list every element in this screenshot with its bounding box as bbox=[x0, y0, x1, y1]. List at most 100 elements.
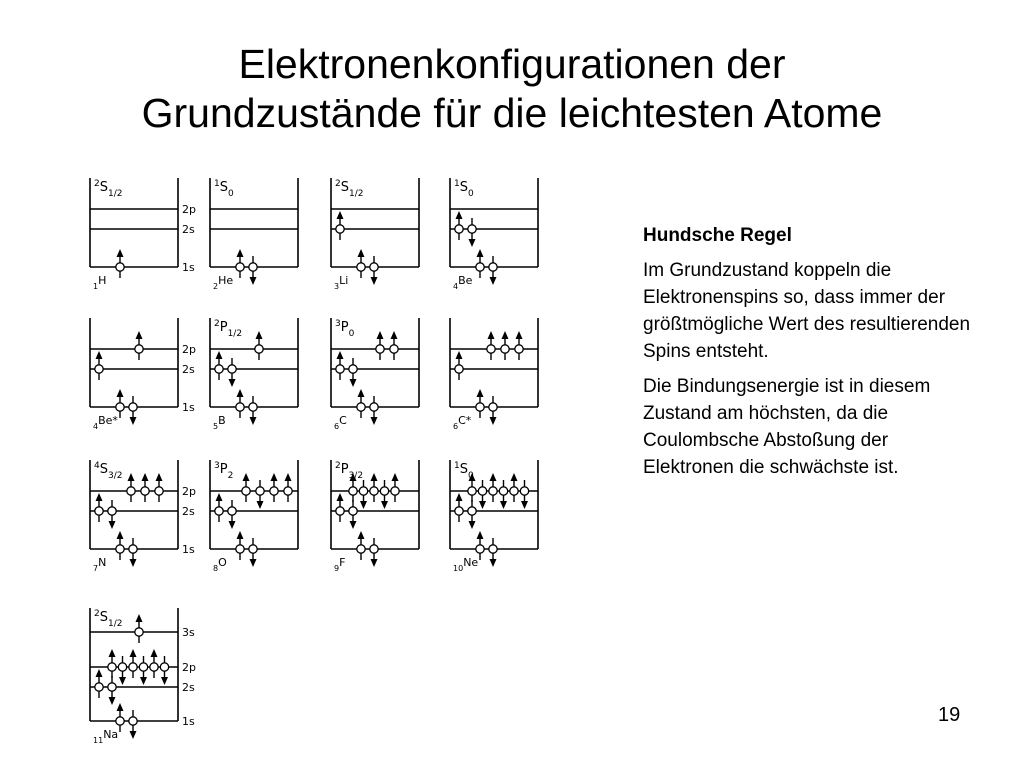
spin-up-arrow bbox=[254, 331, 264, 360]
spin-down-arrow bbox=[519, 480, 530, 509]
spin-up-arrow bbox=[454, 211, 464, 240]
spin-up-arrow bbox=[235, 389, 245, 418]
spin-down-arrow bbox=[348, 358, 358, 387]
hund-rule-heading: Hundsche Regel bbox=[643, 225, 792, 246]
spin-up-arrow bbox=[94, 493, 104, 522]
spin-down-arrow bbox=[369, 538, 379, 567]
spin-up-arrow bbox=[356, 249, 366, 278]
configuration-panel-f: 2P3/29F bbox=[330, 460, 420, 573]
spin-up-arrow bbox=[134, 614, 144, 643]
configuration-panel-o: 3P2 8O bbox=[209, 460, 299, 573]
spin-up-arrow bbox=[454, 493, 464, 522]
configuration-panel-c: 3P0 6C bbox=[330, 318, 420, 431]
spin-down-arrow bbox=[138, 656, 149, 685]
level-label-2s: 2s bbox=[182, 363, 195, 376]
level-label-2p: 2p bbox=[182, 343, 196, 356]
spin-up-arrow bbox=[356, 389, 366, 418]
spin-up-arrow bbox=[500, 331, 510, 360]
spin-up-arrow bbox=[475, 389, 485, 418]
level-label-2s: 2s bbox=[182, 681, 195, 694]
configuration-panel-ne: 1S010Ne bbox=[449, 460, 539, 573]
spin-up-arrow bbox=[356, 531, 366, 560]
level-label-1s: 1s bbox=[182, 543, 195, 556]
element-label-f: 9F bbox=[334, 556, 345, 573]
configuration-panel-c-excited: 6C* bbox=[449, 318, 539, 431]
spin-up-arrow bbox=[107, 649, 117, 678]
configuration-panel-be-excited: 2p 2s 1s 4Be* bbox=[89, 318, 196, 431]
level-label-2s: 2s bbox=[182, 505, 195, 518]
term-symbol: 2P1/2 bbox=[214, 319, 242, 339]
spin-up-arrow bbox=[214, 351, 224, 380]
spin-up-arrow bbox=[335, 351, 345, 380]
spin-down-arrow bbox=[107, 500, 117, 529]
spin-up-arrow bbox=[488, 473, 498, 502]
spin-up-arrow bbox=[214, 493, 224, 522]
spin-down-arrow bbox=[379, 480, 390, 509]
spin-down-arrow bbox=[117, 656, 128, 685]
spin-up-arrow bbox=[134, 331, 144, 360]
spin-down-arrow bbox=[128, 396, 138, 425]
spin-up-arrow bbox=[390, 473, 400, 502]
term-symbol: 3P2 bbox=[214, 461, 233, 481]
spin-up-arrow bbox=[348, 473, 358, 502]
configuration-panel-b: 2P1/25B bbox=[209, 318, 299, 431]
spin-up-arrow bbox=[241, 473, 251, 502]
element-label-be-excited: 4Be* bbox=[93, 414, 118, 431]
element-label-c-excited: 6C* bbox=[453, 414, 472, 431]
element-label-c: 6C bbox=[334, 414, 347, 431]
spin-up-arrow bbox=[475, 531, 485, 560]
spin-down-arrow bbox=[255, 480, 265, 509]
spin-up-arrow bbox=[269, 473, 279, 502]
spin-up-arrow bbox=[149, 649, 159, 678]
term-symbol: 4S3/2 bbox=[94, 461, 122, 481]
spin-down-arrow bbox=[477, 480, 488, 509]
spin-down-arrow bbox=[467, 218, 477, 247]
spin-down-arrow bbox=[227, 358, 237, 387]
element-label-li: 3Li bbox=[334, 274, 348, 291]
spin-up-arrow bbox=[389, 331, 399, 360]
spin-down-arrow bbox=[159, 656, 170, 685]
term-symbol: 1S0 bbox=[454, 179, 474, 199]
element-label-ne: 10Ne bbox=[453, 556, 478, 573]
spin-up-arrow bbox=[94, 351, 104, 380]
level-label-3s: 3s bbox=[182, 626, 195, 639]
spin-down-arrow bbox=[488, 396, 498, 425]
spin-down-arrow bbox=[128, 710, 138, 739]
spin-down-arrow bbox=[107, 676, 117, 705]
spin-down-arrow bbox=[358, 480, 369, 509]
slide-title: Elektronenkonfigurationen der Grundzustä… bbox=[0, 40, 1024, 138]
spin-up-arrow bbox=[115, 531, 125, 560]
spin-up-arrow bbox=[140, 473, 150, 502]
spin-down-arrow bbox=[348, 500, 358, 529]
term-symbol: 2S1/2 bbox=[94, 609, 122, 629]
spin-up-arrow bbox=[467, 473, 477, 502]
spin-down-arrow bbox=[488, 538, 498, 567]
spin-down-arrow bbox=[248, 396, 258, 425]
spin-up-arrow bbox=[486, 331, 496, 360]
level-label-1s: 1s bbox=[182, 401, 195, 414]
spin-up-arrow bbox=[283, 473, 293, 502]
hund-rule-paragraph-2: Die Bindungsenergie ist in diesem Zustan… bbox=[643, 376, 931, 478]
spin-up-arrow bbox=[454, 351, 464, 380]
term-symbol: 3P0 bbox=[335, 319, 355, 339]
level-label-2p: 2p bbox=[182, 661, 196, 674]
spin-down-arrow bbox=[369, 396, 379, 425]
element-label-na: 11Na bbox=[93, 728, 118, 745]
element-label-o: 8O bbox=[213, 556, 227, 573]
spin-up-arrow bbox=[335, 211, 345, 240]
spin-down-arrow bbox=[369, 256, 379, 285]
configuration-diagram-svg: 2S1/22p2s1s1H1S02He2S1/23Li1S04Be2p2s1s4… bbox=[89, 178, 539, 745]
hund-rule-paragraph-1: Im Grundzustand koppeln die Elektronensp… bbox=[643, 260, 971, 362]
spin-down-arrow bbox=[227, 500, 237, 529]
spin-down-arrow bbox=[467, 500, 477, 529]
spin-up-arrow bbox=[115, 249, 125, 278]
title-line-1: Elektronenkonfigurationen der bbox=[238, 41, 786, 87]
level-label-2s: 2s bbox=[182, 223, 195, 236]
element-label-be: 4Be bbox=[453, 274, 473, 291]
spin-down-arrow bbox=[498, 480, 509, 509]
hund-rule-textbox: Hundsche Regel Im Grundzustand koppeln d… bbox=[643, 222, 973, 489]
spin-down-arrow bbox=[248, 538, 258, 567]
